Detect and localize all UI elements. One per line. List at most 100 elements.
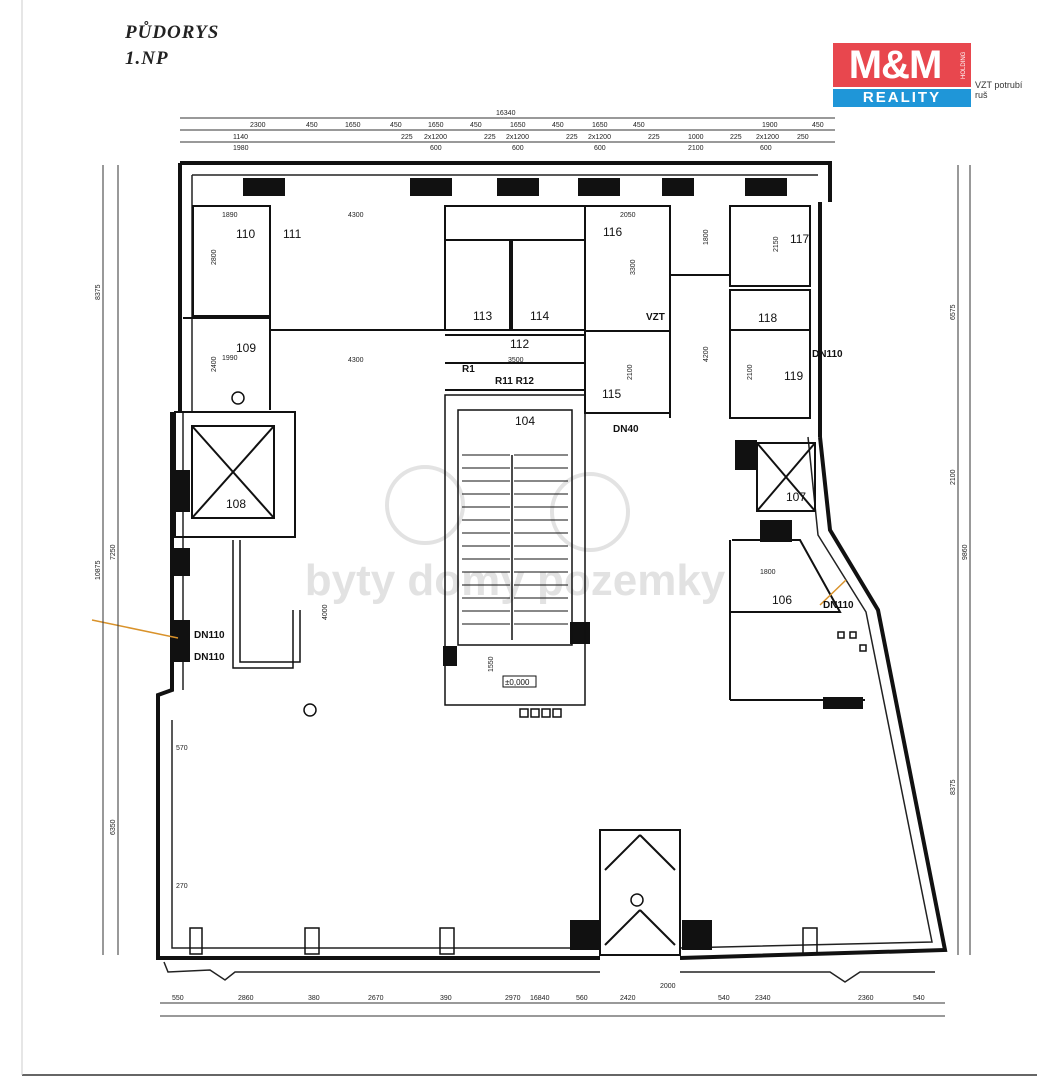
dim-left: 7250 bbox=[110, 544, 117, 560]
dim-top-1: 1900 bbox=[762, 122, 778, 129]
dim-top-3: 1980 bbox=[233, 145, 249, 152]
dim-inner: 2400 bbox=[211, 356, 218, 372]
dim-top-1: 450 bbox=[552, 122, 564, 129]
dim-inner: 1800 bbox=[703, 229, 710, 245]
watermark: byty domy pozemky bbox=[305, 465, 726, 605]
leader-lines bbox=[91, 579, 847, 639]
dim-top-3: 600 bbox=[512, 145, 524, 152]
label-r11-r12: R11 R12 bbox=[495, 376, 534, 387]
room-label: 109 bbox=[236, 341, 256, 355]
label-level: ±0,000 bbox=[505, 678, 530, 687]
dim-bottom: 2420 bbox=[620, 995, 636, 1002]
dim-top-2: 2x1200 bbox=[756, 134, 779, 141]
misc-labels: R1 R11 R12 DN40 DN110 DN110 DN110 DN110 … bbox=[194, 312, 854, 688]
room-label: 104 bbox=[515, 414, 535, 428]
vzt-note: VZT potrubí ruš bbox=[975, 80, 1023, 100]
dim-top-1: 450 bbox=[390, 122, 402, 129]
dim-inner: 4300 bbox=[348, 212, 364, 219]
dim-right: 9860 bbox=[962, 544, 969, 560]
room-label: 110 bbox=[236, 227, 255, 241]
dim-top-1: 450 bbox=[633, 122, 645, 129]
staircase bbox=[444, 394, 586, 706]
room-labels: 110 111 109 113 114 112 116 117 118 119 … bbox=[226, 225, 809, 607]
dim-bottom: 540 bbox=[718, 995, 730, 1002]
dim-top-2: 225 bbox=[484, 134, 496, 141]
dim-inner: 2100 bbox=[747, 364, 754, 380]
dim-total-top: 16340 bbox=[496, 110, 516, 117]
dim-top-1: 1650 bbox=[345, 122, 361, 129]
dim-bottom: 2000 bbox=[660, 983, 676, 990]
dim-inner: 2800 bbox=[211, 249, 218, 265]
room-label: 116 bbox=[603, 225, 622, 239]
dim-bottom: 540 bbox=[913, 995, 925, 1002]
room-label: 118 bbox=[758, 311, 777, 325]
dim-bottom: 2670 bbox=[368, 995, 384, 1002]
dim-inner: 1800 bbox=[760, 569, 776, 576]
room-label: 108 bbox=[226, 497, 246, 511]
dim-top-1: 450 bbox=[470, 122, 482, 129]
dim-total-bottom: 16840 bbox=[530, 995, 550, 1002]
room-label: 114 bbox=[530, 309, 549, 323]
dim-top-2: 2x1200 bbox=[588, 134, 611, 141]
dim-top-2: 225 bbox=[566, 134, 578, 141]
dim-top-3: 600 bbox=[430, 145, 442, 152]
dim-top-2: 1140 bbox=[233, 134, 248, 141]
floor-symbols bbox=[519, 631, 867, 718]
logo-reality-text: REALITY bbox=[833, 89, 971, 107]
dim-top-2: 250 bbox=[797, 134, 809, 141]
dim-inner: 4000 bbox=[322, 604, 329, 620]
dim-right: 8375 bbox=[950, 779, 957, 795]
dim-inner: 270 bbox=[176, 883, 188, 890]
dim-top-3: 600 bbox=[760, 145, 772, 152]
dim-top-2: 2x1200 bbox=[506, 134, 529, 141]
dim-top-2: 1000 bbox=[688, 134, 704, 141]
dim-left: 10875 bbox=[95, 560, 102, 580]
dim-top-1: 1650 bbox=[592, 122, 608, 129]
room-106-walls bbox=[729, 539, 865, 701]
dim-top-1: 450 bbox=[812, 122, 824, 129]
dim-top-1: 450 bbox=[306, 122, 318, 129]
dim-inner: 3300 bbox=[630, 259, 637, 275]
label-dn110-left-2: DN110 bbox=[194, 652, 225, 663]
dim-top-2: 225 bbox=[401, 134, 413, 141]
floor-label: 1.NP bbox=[125, 48, 169, 69]
room-label: 106 bbox=[772, 593, 792, 607]
room-label: 107 bbox=[786, 490, 806, 504]
dim-inner: 1990 bbox=[222, 355, 238, 362]
dim-bottom: 380 bbox=[308, 995, 320, 1002]
pipe-route bbox=[231, 391, 644, 907]
logo-mm-text: M&M bbox=[833, 43, 957, 87]
dim-inner: 1890 bbox=[222, 212, 238, 219]
label-dn110-left-1: DN110 bbox=[194, 630, 225, 641]
dim-bottom: 2340 bbox=[755, 995, 771, 1002]
dim-bottom: 560 bbox=[576, 995, 588, 1002]
label-dn110-106: DN110 bbox=[823, 600, 854, 611]
room-label: 117 bbox=[790, 232, 809, 246]
watermark-text: byty domy pozemky bbox=[305, 556, 726, 605]
dim-bottom: 2860 bbox=[238, 995, 254, 1002]
dim-top-1: 2300 bbox=[250, 122, 266, 129]
stair-steps bbox=[462, 454, 568, 625]
dim-inner: 570 bbox=[176, 745, 188, 752]
label-dn110-right: DN110 bbox=[812, 349, 843, 360]
shafts bbox=[174, 411, 816, 956]
dim-inner: 4200 bbox=[703, 346, 710, 362]
columns bbox=[174, 178, 863, 950]
dimension-lines bbox=[102, 117, 971, 1017]
dim-inner: 3500 bbox=[508, 357, 524, 364]
dim-right: 2100 bbox=[950, 469, 957, 485]
dim-top-2: 225 bbox=[648, 134, 660, 141]
dim-left: 8375 bbox=[95, 284, 102, 300]
dim-bottom: 2360 bbox=[858, 995, 874, 1002]
dim-bottom: 550 bbox=[172, 995, 184, 1002]
dim-top-1: 1650 bbox=[428, 122, 444, 129]
dim-inner: 1550 bbox=[488, 656, 495, 672]
plan-title: PŮDORYS bbox=[125, 22, 220, 43]
dim-top-2: 2x1200 bbox=[424, 134, 447, 141]
dimension-texts: 16340 16840 2300 450 1650 450 1650 450 1… bbox=[95, 110, 969, 1002]
dim-top-3: 600 bbox=[594, 145, 606, 152]
partitions bbox=[183, 205, 811, 419]
outer-walls bbox=[156, 161, 948, 960]
